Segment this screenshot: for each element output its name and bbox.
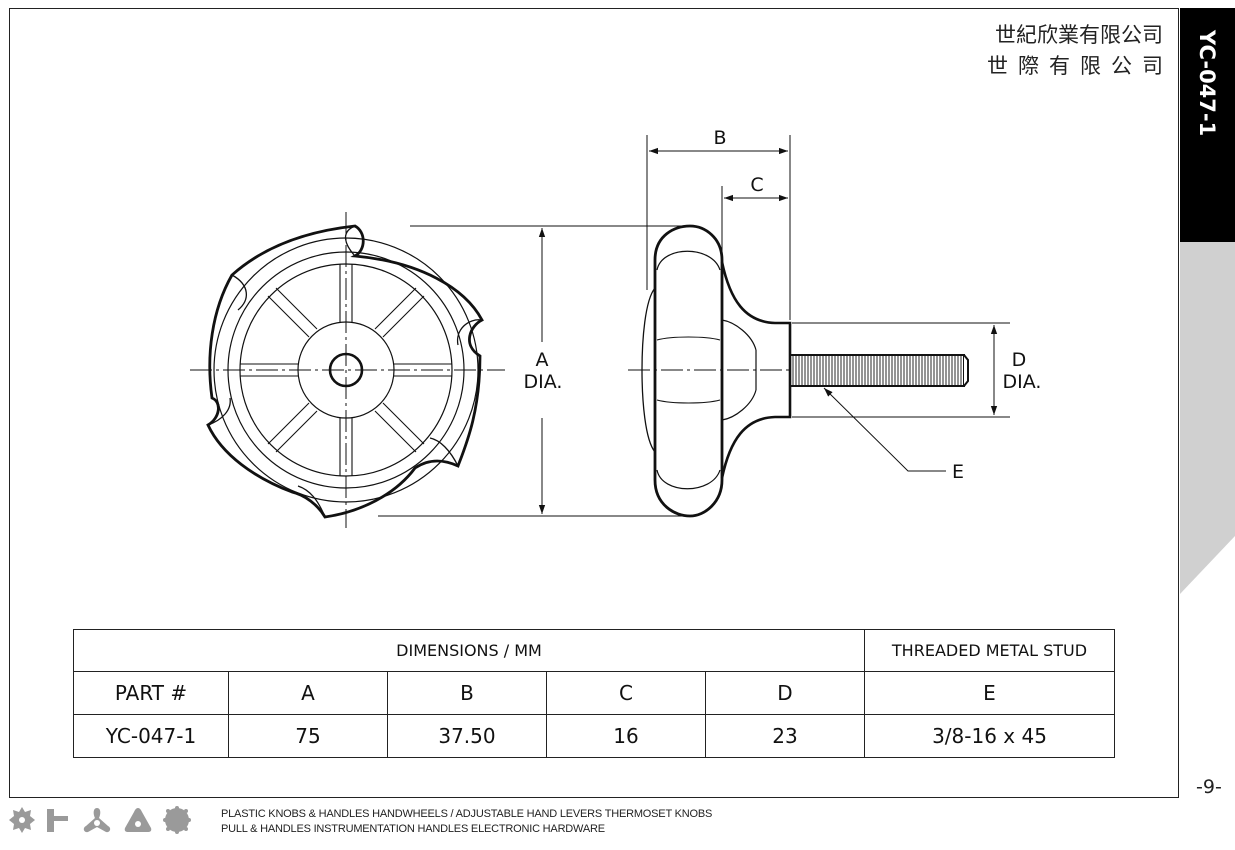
side-view: [628, 224, 969, 518]
dimension-a: [378, 225, 690, 517]
company-name: 世紀欣業有限公司 世際有限公司: [987, 20, 1163, 82]
dimension-d: [792, 322, 1010, 418]
label-a: A: [536, 349, 549, 371]
cell-e: 3/8-16 x 45: [864, 714, 1115, 758]
label-d: D: [1012, 349, 1027, 371]
scalloped-knob-icon: [163, 806, 191, 834]
dimensions-table: DIMENSIONS / MM THREADED METAL STUD PART…: [73, 629, 1115, 758]
header-part: PART #: [73, 671, 229, 715]
dimension-b: [646, 135, 791, 320]
group-threaded-stud: THREADED METAL STUD: [864, 629, 1115, 672]
triangle-knob-icon: [124, 808, 152, 832]
three-lobe-knob-icon: [83, 808, 111, 833]
header-b: B: [387, 671, 547, 715]
group-dimensions: DIMENSIONS / MM: [73, 629, 865, 672]
technical-drawing: A DIA. B C D DIA.: [190, 127, 1042, 528]
cell-part: YC-047-1: [73, 714, 229, 758]
side-tab-model: YC-047-1: [1180, 8, 1235, 242]
footer-icons: [8, 806, 192, 836]
header-d: D: [705, 671, 865, 715]
side-tab-model-label: YC-047-1: [1194, 30, 1219, 137]
header-e: E: [864, 671, 1115, 715]
side-tab-grey: [1180, 242, 1235, 594]
company-name-line2: 世際有限公司: [987, 54, 1173, 78]
dimension-c: [721, 186, 788, 260]
header-c: C: [546, 671, 706, 715]
cell-b: 37.50: [387, 714, 547, 758]
label-e: E: [952, 461, 964, 483]
t-handle-icon: [47, 809, 68, 832]
header-a: A: [228, 671, 388, 715]
cell-a: 75: [228, 714, 388, 758]
drawing-frame: [9, 8, 1179, 798]
table-group-row: DIMENSIONS / MM THREADED METAL STUD: [73, 629, 1115, 672]
cell-c: 16: [546, 714, 706, 758]
front-view: [190, 212, 505, 528]
footer-line1: PLASTIC KNOBS & HANDLES HANDWHEELS / ADJ…: [221, 808, 713, 820]
label-c: C: [750, 174, 763, 196]
label-d-dia: DIA.: [1003, 371, 1042, 393]
page-number: -9-: [1196, 776, 1222, 798]
label-a-dia: DIA.: [524, 371, 563, 393]
table-row: YC-047-1 75 37.50 16 23 3/8-16 x 45: [73, 714, 1115, 758]
company-name-line1: 世紀欣業有限公司: [995, 23, 1163, 47]
footer-line2: PULL & HANDLES INSTRUMENTATION HANDLES E…: [221, 823, 605, 835]
gear-knob-icon: [9, 807, 35, 833]
cell-d: 23: [705, 714, 865, 758]
footer-text: PLASTIC KNOBS & HANDLES HANDWHEELS / ADJ…: [221, 807, 712, 837]
leader-e: [823, 387, 946, 472]
label-b: B: [713, 127, 726, 149]
table-header-row: PART # A B C D E: [73, 671, 1115, 715]
